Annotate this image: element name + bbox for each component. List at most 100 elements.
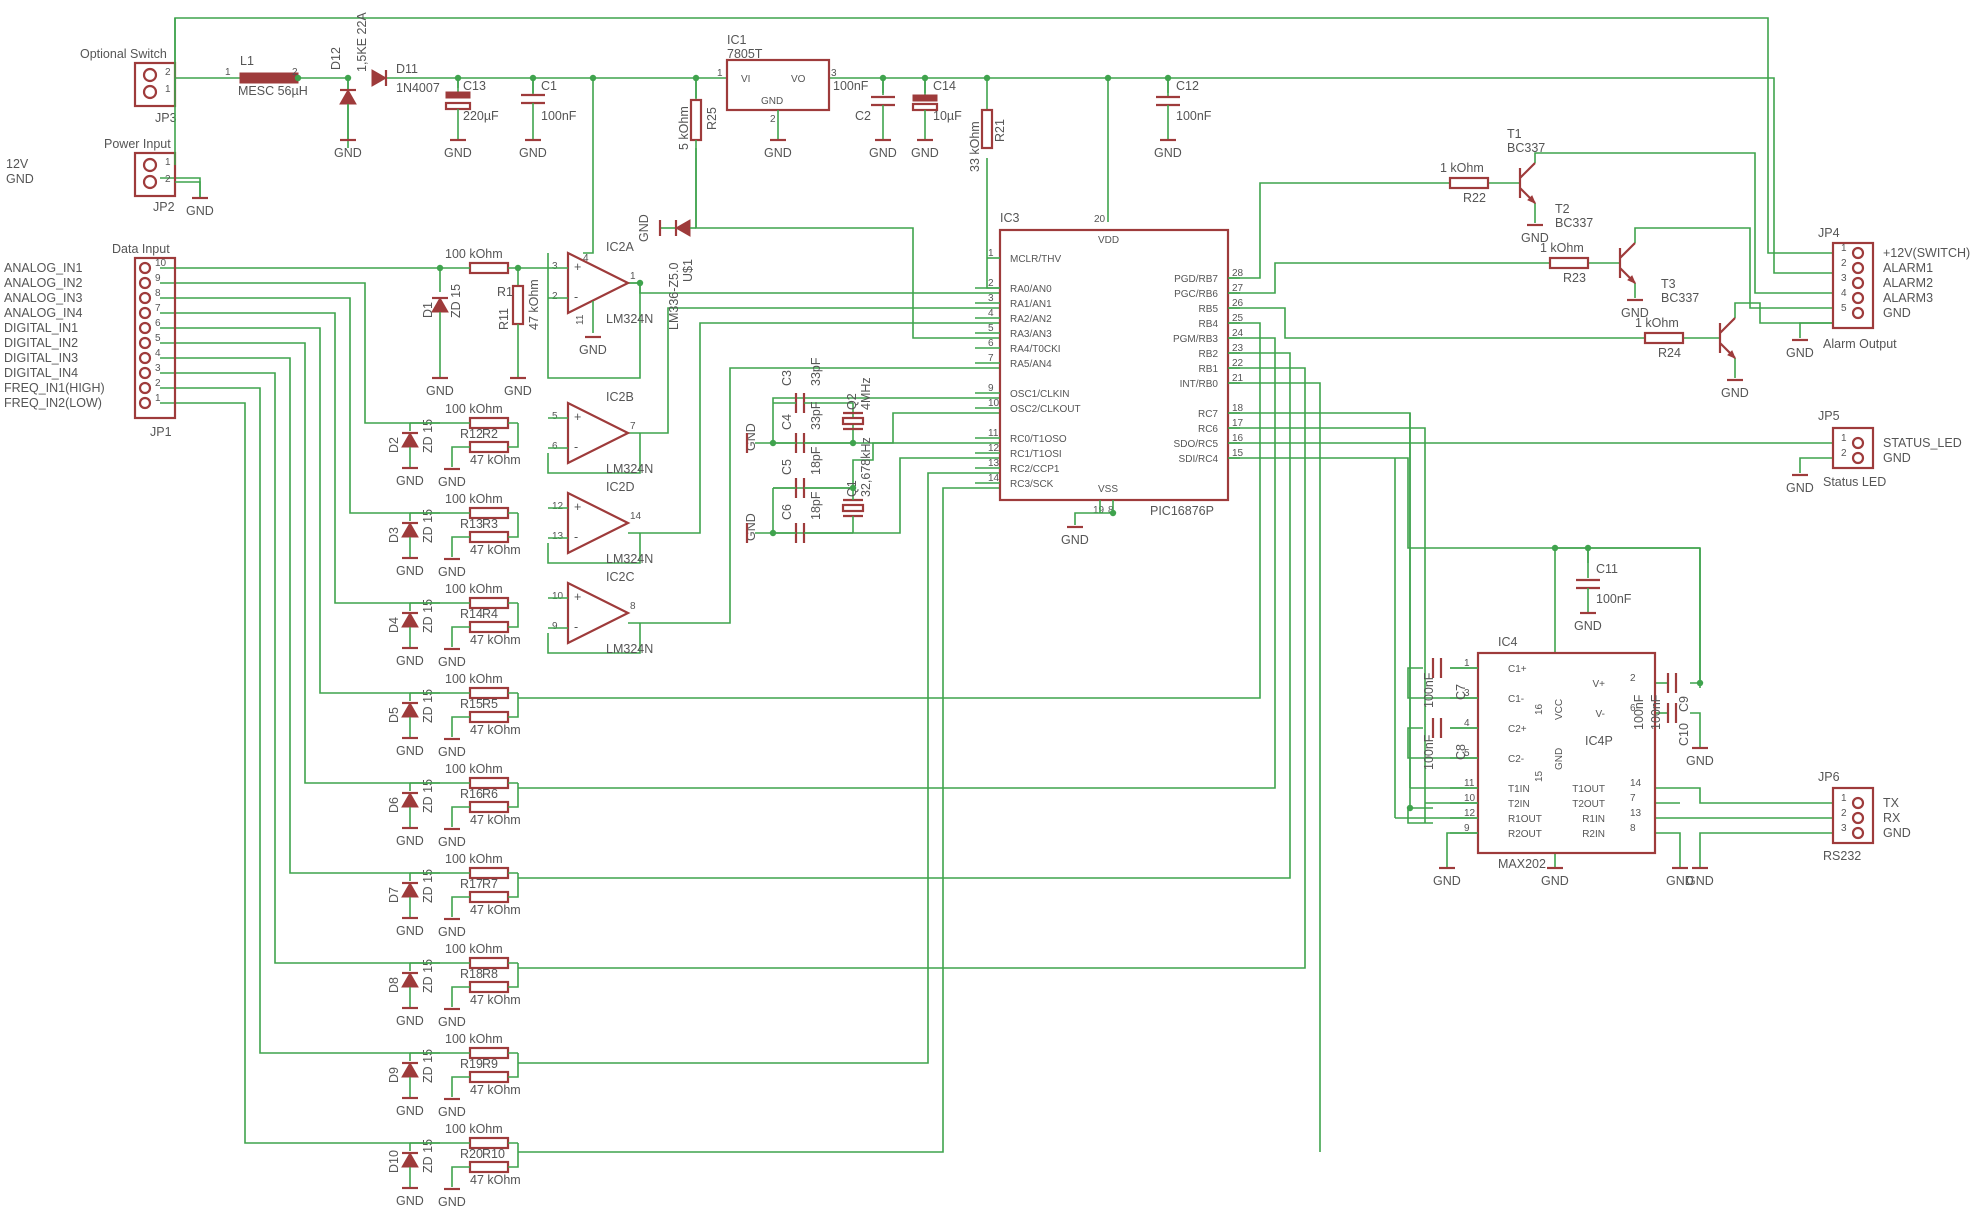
junction-dot	[529, 74, 537, 82]
svg-text:2: 2	[292, 67, 298, 78]
shunt-resistor-ref: R16	[460, 787, 483, 801]
max202-pin-name: C2+	[1508, 724, 1527, 735]
jp1-title: Data Input	[112, 242, 170, 256]
zener-ref: D1	[421, 302, 435, 318]
max202-pin-number: 5	[1464, 748, 1470, 759]
shunt-resistor	[468, 440, 510, 454]
opamp-pin: 5	[552, 411, 558, 422]
gnd-label: GND	[1574, 619, 1602, 633]
opamp-pin: 3	[552, 261, 558, 272]
oscillator-section: C3 33pF C4 33pF GND Q2 4MHz C5 18pF C6 1…	[744, 357, 873, 543]
shunt-resistor	[468, 890, 510, 904]
c2-value: 100nF	[833, 79, 869, 93]
ic3-value: PIC16876P	[1150, 504, 1214, 518]
d12-value: 1,5KE 22A	[355, 12, 369, 72]
opamp-symbol	[566, 581, 631, 645]
series-resistor-ref: R8	[482, 967, 498, 981]
jp1-pin	[138, 321, 152, 335]
gnd-shunt: GND	[438, 1105, 466, 1119]
gnd-zener: GND	[396, 924, 424, 938]
mcu-pin-number: 2	[988, 278, 994, 289]
r23-value: 1 kOhm	[1540, 241, 1584, 255]
mcu-pin-name: RC3/SCK	[1010, 479, 1054, 490]
c4-value: 33pF	[809, 401, 823, 430]
junction-dot	[436, 264, 444, 272]
c13-value: 220µF	[463, 109, 499, 123]
gnd-zener: GND	[396, 474, 424, 488]
gnd-shunt: GND	[438, 925, 466, 939]
ic1-gnd: GND	[761, 96, 783, 107]
mcu-pin-name: RA4/T0CKI	[1010, 344, 1061, 355]
data-input-signal-label: FREQ_IN2(LOW)	[4, 396, 102, 410]
series-resistor-value: 100 kOhm	[445, 762, 503, 776]
zener-value: ZD 15	[421, 1139, 435, 1173]
jp4-pin-number: 1	[1841, 243, 1847, 254]
max202-pin-number: 11	[1464, 778, 1475, 789]
t3-ref: T3	[1661, 277, 1676, 291]
c14-ref: C14	[933, 79, 956, 93]
mcu-pin-number: 27	[1232, 283, 1244, 294]
mcu-pin-number: 12	[988, 443, 1000, 454]
ic4-gnd: GND	[1554, 748, 1565, 770]
c3-ref: C3	[780, 370, 794, 386]
jp5-pin-number: 1	[1841, 433, 1847, 444]
series-resistor-ref: R5	[482, 697, 498, 711]
gnd-label: GND	[1433, 874, 1461, 888]
ic3-ref: IC3	[1000, 211, 1020, 225]
zener-diode	[401, 431, 419, 448]
mcu-pin-number: 18	[1232, 403, 1244, 414]
series-resistor-ref: R6	[482, 787, 498, 801]
opamp-pin: 11	[575, 314, 586, 325]
series-resistor-ref: R4	[482, 607, 498, 621]
junction-dot	[849, 439, 857, 447]
c11-value: 100nF	[1596, 592, 1632, 606]
jp4-pin-number: 5	[1841, 303, 1847, 314]
opamp-value: LM324N	[606, 312, 653, 326]
mcu-pin-name: RB4	[1199, 319, 1219, 330]
mcu-pin-name: RA2/AN2	[1010, 314, 1052, 325]
max202-pin-number: 6	[1630, 703, 1636, 714]
jp1-pin	[138, 366, 152, 380]
jp1-pin-number: 10	[155, 258, 167, 269]
gnd-zener: GND	[396, 1194, 424, 1208]
junction-dot	[1109, 509, 1117, 517]
wire-network	[160, 17, 1833, 1153]
zener-diode	[401, 1061, 419, 1078]
svg-text:2: 2	[165, 174, 171, 185]
jp1-pin-number: 4	[155, 348, 161, 359]
mcu-pin-name: SDO/RC5	[1174, 439, 1219, 450]
ic3-vdd: VDD	[1098, 235, 1119, 246]
q2-ref: Q2	[845, 393, 859, 410]
ic4-vcc: VCC	[1554, 699, 1565, 720]
max202-pin-number: 9	[1464, 823, 1470, 834]
q1-value: 32,678kHz	[859, 437, 873, 497]
jp1-pin-number: 8	[155, 288, 161, 299]
gnd-shunt: GND	[438, 1195, 466, 1209]
jp4-pin-label: GND	[1883, 306, 1911, 320]
r24-value: 1 kOhm	[1635, 316, 1679, 330]
gnd-label: GND	[1786, 346, 1814, 360]
max202-pin-number: 7	[1630, 793, 1636, 804]
mcu-pin-name: RB2	[1199, 349, 1219, 360]
jp1-ref: JP1	[150, 425, 172, 439]
optional-switch-label: Optional Switch	[80, 47, 167, 61]
u1-value: LM336-Z5.0	[667, 263, 681, 330]
pic-mcu: IC3 PIC16876P VDD VSS 20 19 8 1MCLR/THV2…	[975, 211, 1244, 525]
jp1-pin-number: 1	[155, 393, 161, 404]
opamp-value: LM324N	[606, 462, 653, 476]
series-resistor-value: 100 kOhm	[445, 1122, 503, 1136]
gnd-shunt: GND	[438, 1015, 466, 1029]
opamp-pin: 2	[552, 291, 558, 302]
mcu-pin-number: 7	[988, 353, 994, 364]
zener-diode	[401, 1151, 419, 1168]
jp5-pin-label: GND	[1883, 451, 1911, 465]
label-gnd: GND	[6, 172, 34, 186]
jp4-pin-number: 4	[1841, 288, 1847, 299]
jp1-pin	[138, 351, 152, 365]
jp1-pin	[138, 276, 152, 290]
series-resistor-ref: R1	[497, 285, 513, 299]
label-12v: 12V	[6, 157, 29, 171]
opamp-ref: IC2D	[606, 480, 634, 494]
opamp-ref: IC2A	[606, 240, 634, 254]
